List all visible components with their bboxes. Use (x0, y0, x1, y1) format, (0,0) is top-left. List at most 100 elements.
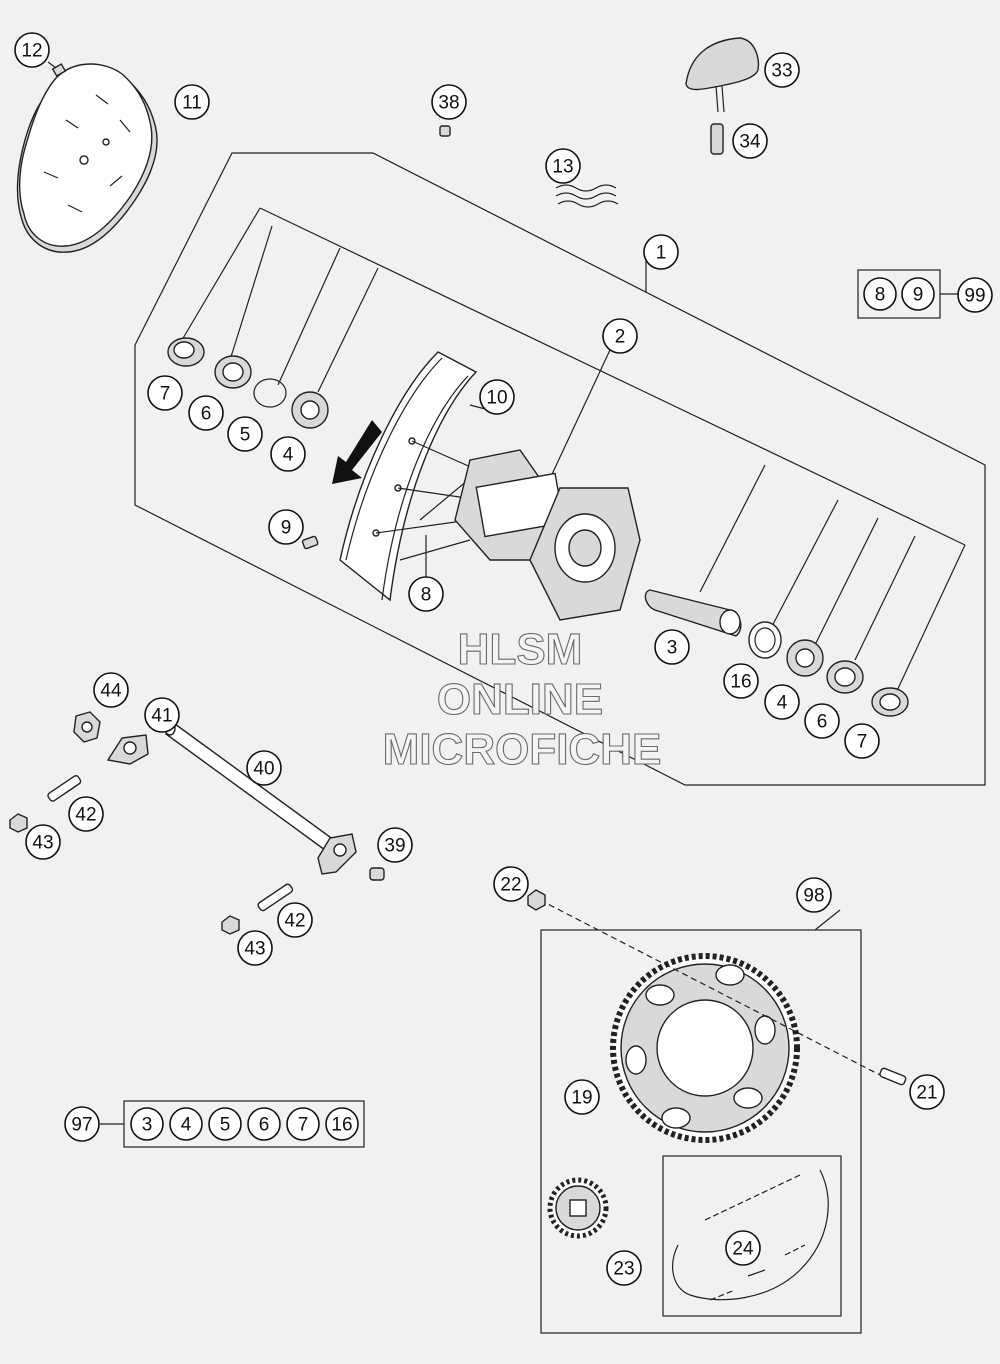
callout-39: 39 (377, 827, 413, 863)
callout-label: 8 (421, 585, 432, 606)
callout-43a: 43 (25, 824, 61, 860)
callout-label: 13 (552, 157, 573, 178)
callout-23: 23 (606, 1250, 642, 1286)
kit-item-label: 3 (142, 1115, 153, 1136)
part-39-plug (369, 867, 385, 881)
callout-40: 40 (246, 750, 282, 786)
callout-label: 12 (21, 41, 42, 62)
callout-10: 10 (479, 379, 515, 415)
callout-34: 34 (732, 123, 768, 159)
callout-label: 6 (201, 404, 212, 425)
callout-label: 33 (771, 61, 792, 82)
callout-4a: 4 (270, 436, 306, 472)
circlip (253, 378, 287, 408)
axle-nut (73, 711, 101, 743)
callout-label: 21 (916, 1083, 937, 1104)
callout-label: 23 (613, 1259, 634, 1280)
callout-label: 22 (500, 875, 521, 896)
callout-6a: 6 (188, 395, 224, 431)
callout-43b: 43 (237, 930, 273, 966)
callout-41: 41 (144, 697, 180, 733)
kit-97-item: 6 (247, 1107, 281, 1141)
callout-label: 98 (803, 886, 824, 907)
wheel-assembly-frame (134, 152, 986, 786)
callout-7a: 7 (147, 375, 183, 411)
watermark-line1: HLSM (458, 625, 583, 674)
callout-label: 99 (964, 286, 985, 307)
callout-11: 11 (174, 84, 210, 120)
chain-adjuster-right (317, 833, 357, 875)
rim (339, 351, 478, 602)
seat-bolt (710, 123, 724, 155)
hub (454, 449, 641, 621)
callout-8: 8 (408, 576, 444, 612)
callout-42a: 42 (68, 796, 104, 832)
callout-label: 3 (667, 638, 678, 659)
part-38-cap (439, 125, 451, 137)
rotation-arrow-icon (332, 420, 382, 484)
callout-16: 16 (723, 663, 759, 699)
callout-label: 6 (817, 712, 828, 733)
valve (301, 535, 319, 550)
callout-label: 9 (281, 518, 292, 539)
callout-label: 19 (571, 1088, 592, 1109)
callout-label: 42 (284, 911, 305, 932)
brake-disc (16, 63, 158, 253)
bearing-right (786, 639, 824, 677)
callout-99: 99 (957, 277, 993, 313)
kit-97-box (100, 1100, 365, 1148)
chain (672, 1169, 829, 1301)
callout-13: 13 (545, 148, 581, 184)
callout-label: 4 (283, 445, 294, 466)
kit-97-item: 5 (208, 1107, 242, 1141)
bearing-left (291, 391, 329, 429)
callout-label: 43 (244, 939, 265, 960)
rear-sprocket (610, 953, 800, 1143)
adjuster-nut-left (9, 813, 28, 833)
callout-7b: 7 (844, 723, 880, 759)
callout-2: 2 (602, 318, 638, 354)
callout-9: 9 (268, 509, 304, 545)
callout-38: 38 (431, 84, 467, 120)
watermark-line3: MICROFICHE (383, 725, 662, 774)
kit-97-item: 7 (286, 1107, 320, 1141)
callout-label: 2 (615, 327, 626, 348)
sprocket-bolt-line (527, 889, 907, 1086)
kit-97-item: 4 (169, 1107, 203, 1141)
adjuster-bolt-right (257, 883, 294, 912)
kit-item-label: 16 (331, 1115, 352, 1136)
callout-24: 24 (725, 1230, 761, 1266)
callout-label: 38 (438, 93, 459, 114)
callout-19: 19 (564, 1079, 600, 1115)
callout-label: 34 (739, 132, 761, 153)
axle (164, 720, 347, 859)
callout-label: 16 (730, 672, 751, 693)
watermark-line2: ONLINE (437, 675, 603, 724)
kit-item-label: 7 (298, 1115, 309, 1136)
callout-label: 1 (656, 243, 667, 264)
callout-5: 5 (227, 416, 263, 452)
wheel-leader-lines (181, 207, 966, 696)
callout-label: 10 (486, 388, 507, 409)
kit-99-item: 8 (863, 277, 897, 311)
chain-subgroup-frame (662, 1155, 842, 1317)
callout-label: 43 (32, 833, 53, 854)
callout-97: 97 (64, 1106, 100, 1142)
callout-4b: 4 (764, 684, 800, 720)
spoke-kit (555, 184, 619, 208)
callout-22: 22 (493, 866, 529, 902)
callout-label: 41 (151, 706, 172, 727)
kit-item-label: 9 (913, 285, 924, 306)
kit-item-label: 4 (181, 1115, 192, 1136)
callout-42b: 42 (277, 902, 313, 938)
watermark: HLSM ONLINE MICROFICHE (382, 624, 662, 774)
callout-label: 7 (160, 384, 171, 405)
disc-screw (47, 61, 67, 77)
callout-98: 98 (796, 877, 832, 913)
callout-label: 11 (182, 93, 202, 114)
kit-97-item: 16 (325, 1107, 359, 1141)
callout-label: 4 (777, 693, 788, 714)
sprocket-kit-frame (540, 929, 862, 1334)
callout-1: 1 (643, 234, 679, 270)
